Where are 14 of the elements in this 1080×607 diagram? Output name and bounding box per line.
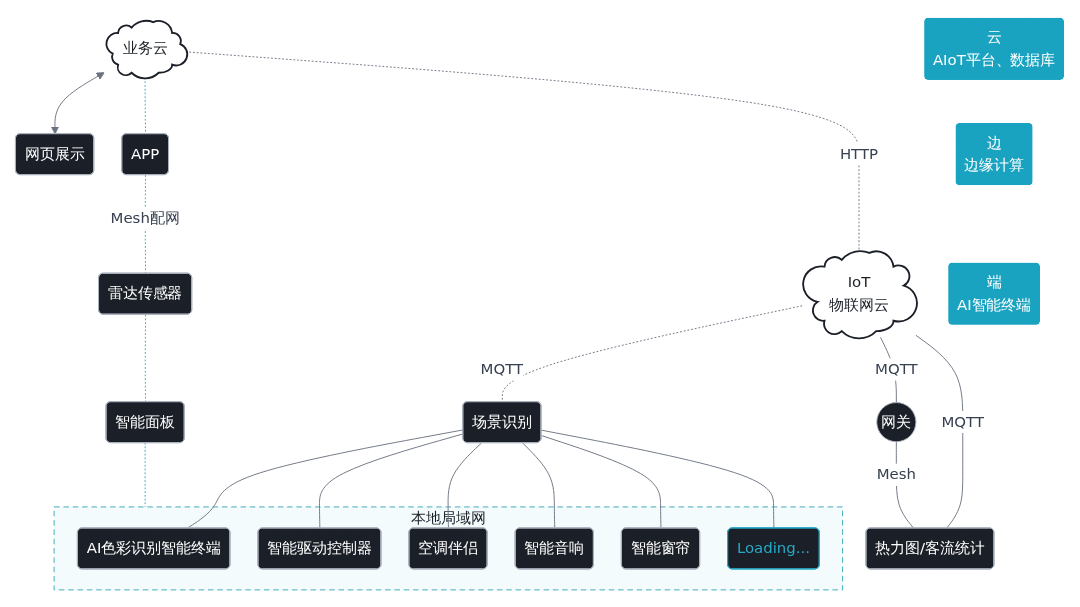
connector [447,442,482,529]
connector [144,442,146,508]
connector [319,433,464,529]
node-circle: 网关 [876,402,917,443]
connector [915,334,964,529]
edge-label: Mesh配网 [110,208,180,227]
edge-label: MQTT [941,412,985,431]
connector [522,442,556,529]
edge-label: MQTT [875,360,918,378]
edge-label: HTTP [839,144,879,163]
edge-label: MQTT [480,360,524,378]
connector [541,429,775,529]
connector [541,435,662,529]
edge-label: Mesh [876,465,916,484]
